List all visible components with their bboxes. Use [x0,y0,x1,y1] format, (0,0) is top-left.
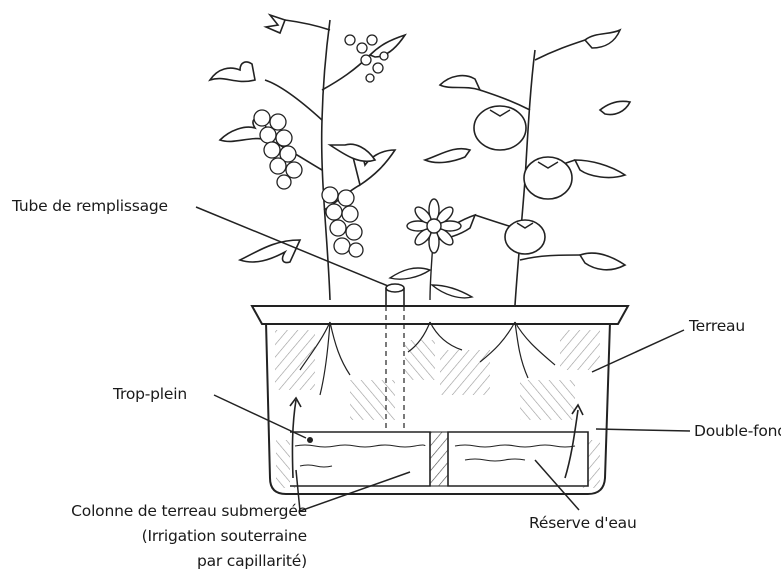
label-fill-tube: Tube de remplissage [12,194,168,218]
fill-tube [386,284,404,306]
label-water-reservoir: Réserve d'eau [529,511,637,535]
label-submerged-soil-column: Colonne de terreau submergée [0,499,307,523]
tomato-plant [425,30,630,305]
label-soil: Terreau [689,314,745,338]
leader-double-fond [596,429,690,431]
label-subsurface-irrigation: (Irrigation souterraine [0,524,307,548]
planter-box [252,306,628,494]
label-overflow: Trop-plein [113,382,187,406]
label-capillarity: par capillarité) [0,549,307,573]
cherry-tomato-plant [210,15,405,300]
label-double-bottom: Double-fond [694,419,781,443]
